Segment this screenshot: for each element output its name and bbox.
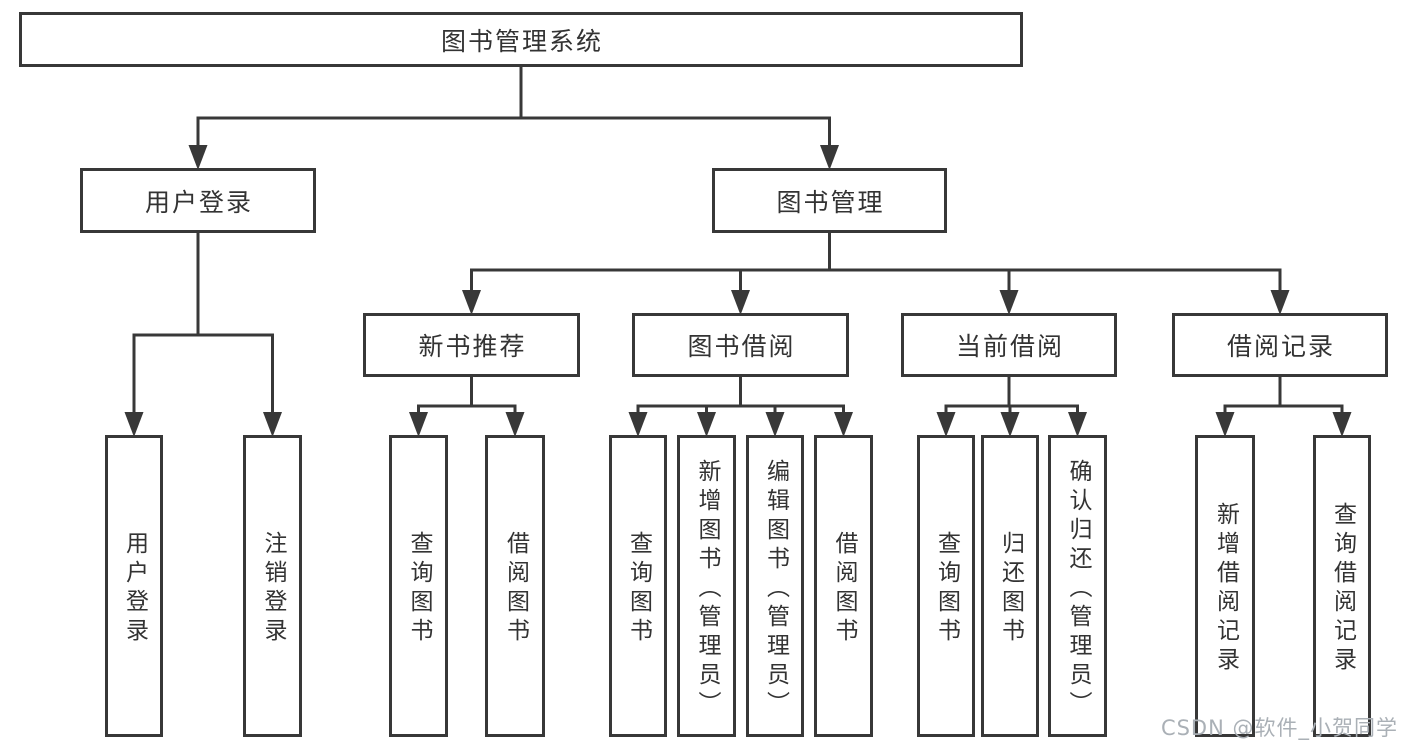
arrowhead-leaf-query-book-3 (936, 412, 956, 437)
node-leaf-query-book-1: 查询图书 (389, 435, 448, 737)
connector-user-login (124, 231, 282, 437)
node-label: 查询图书 (406, 531, 432, 647)
node-leaf-add-borrow-record: 新增借阅记录 (1195, 435, 1255, 737)
arrowhead-leaf-borrow-book-1 (505, 412, 525, 437)
node-label: 新书推荐 (418, 332, 527, 361)
connector-new-book-rec (409, 375, 525, 437)
node-new-book-rec: 新书推荐 (363, 313, 580, 377)
arrowhead-book-mgmt (820, 145, 839, 170)
connector-borrow-records (1215, 375, 1352, 437)
connector-root (188, 65, 839, 170)
arrowhead-leaf-add-borrow-record (1215, 412, 1235, 437)
node-label: 查询图书 (933, 531, 960, 647)
node-label: 用户登录 (121, 531, 148, 647)
arrowhead-leaf-query-borrow-record (1332, 412, 1352, 437)
arrowhead-leaf-query-book-2 (628, 412, 648, 437)
arrowhead-user-login (188, 145, 208, 170)
node-leaf-confirm-return: 确认归还（管理员） (1048, 435, 1107, 737)
node-label: 借阅图书 (502, 531, 529, 647)
node-label: 编辑图书（管理员） (762, 458, 789, 720)
node-leaf-query-book-3: 查询图书 (917, 435, 975, 737)
arrowhead-leaf-query-book-1 (409, 412, 428, 437)
arrowhead-leaf-logout (263, 412, 282, 437)
node-label: 确认归还（管理员） (1065, 458, 1091, 720)
node-leaf-query-borrow-record: 查询借阅记录 (1313, 435, 1371, 737)
connector-book-borrow (628, 375, 853, 437)
node-leaf-logout: 注销登录 (243, 435, 302, 737)
node-leaf-return-book: 归还图书 (981, 435, 1039, 737)
node-label: 注销登录 (260, 531, 286, 647)
node-label: 用户登录 (144, 187, 253, 217)
node-label: 查询借阅记录 (1329, 502, 1356, 676)
node-user-login: 用户登录 (80, 168, 316, 233)
arrowhead-current-borrow (999, 290, 1019, 315)
node-current-borrow: 当前借阅 (901, 313, 1117, 377)
node-leaf-user-login: 用户登录 (105, 435, 163, 737)
node-leaf-borrow-book-1: 借阅图书 (485, 435, 545, 737)
arrowhead-leaf-borrow-book-2 (834, 412, 853, 437)
node-label: 图书管理 (776, 187, 885, 217)
connector-current-borrow (936, 375, 1087, 437)
node-label: 图书借阅 (687, 332, 796, 361)
node-label: 借阅图书 (831, 531, 857, 647)
arrowhead-leaf-edit-book (765, 412, 785, 437)
arrowhead-borrow-records (1270, 290, 1290, 315)
node-label: 当前借阅 (955, 332, 1064, 361)
node-root: 图书管理系统 (19, 12, 1023, 67)
node-leaf-query-book-2: 查询图书 (609, 435, 667, 737)
arrowhead-leaf-confirm-return (1068, 412, 1087, 437)
node-leaf-edit-book: 编辑图书（管理员） (746, 435, 804, 737)
arrowhead-book-borrow (731, 290, 750, 315)
node-label: 图书管理系统 (440, 26, 603, 56)
arrowhead-leaf-return-book (1000, 412, 1020, 437)
node-label: 借阅记录 (1226, 332, 1335, 361)
node-leaf-borrow-book-2: 借阅图书 (814, 435, 873, 737)
node-label: 新增借阅记录 (1212, 502, 1239, 676)
arrowhead-leaf-add-book (697, 412, 716, 437)
arrowhead-leaf-user-login (124, 412, 144, 437)
node-book-mgmt: 图书管理 (712, 168, 947, 233)
node-book-borrow: 图书借阅 (632, 313, 849, 377)
connector-book-mgmt (462, 231, 1290, 315)
node-leaf-add-book: 新增图书（管理员） (677, 435, 736, 737)
node-label: 归还图书 (997, 531, 1024, 647)
node-borrow-records: 借阅记录 (1172, 313, 1388, 377)
node-label: 新增图书（管理员） (694, 458, 720, 720)
arrowhead-new-book-rec (462, 290, 481, 315)
node-label: 查询图书 (625, 531, 652, 647)
